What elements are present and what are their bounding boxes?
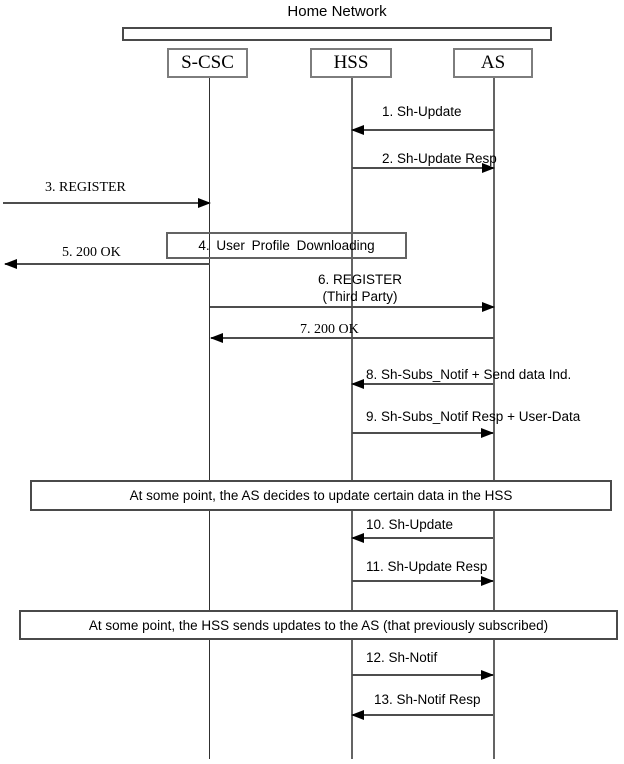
entity-label-scsc: S-CSC: [181, 52, 234, 73]
note-box-as-updates-hss: At some point, the AS decides to update …: [30, 480, 612, 511]
message-label-1: 1. Sh-Update: [382, 104, 462, 119]
arrowhead-right-icon: [481, 670, 494, 680]
arrowhead-left-icon: [4, 259, 17, 269]
entity-box-scsc: S-CSC: [167, 48, 248, 78]
arrowhead-left-icon: [351, 710, 364, 720]
message-arrow-5: [4, 259, 210, 269]
message-arrow-11: [352, 576, 494, 586]
message-label-11: 11. Sh-Update Resp: [366, 559, 488, 574]
message-arrow-6: [210, 302, 495, 312]
lifeline-hss: [351, 78, 353, 759]
message-label-2: 2. Sh-Update Resp: [382, 151, 497, 166]
arrowhead-right-icon: [481, 428, 494, 438]
entity-box-hss: HSS: [310, 48, 392, 78]
arrowhead-right-icon: [482, 302, 495, 312]
message-label-6: 6. REGISTER: [317, 272, 403, 287]
arrowhead-right-icon: [198, 198, 211, 208]
entity-label-as: AS: [480, 52, 506, 73]
entity-box-as: AS: [453, 48, 533, 78]
note-box-hss-updates-as: At some point, the HSS sends updates to …: [19, 610, 618, 640]
message-arrow-12: [352, 670, 494, 680]
process-box-user-profile-downloading: 4. User Profile Downloading: [166, 232, 407, 259]
message-arrow-1: [351, 125, 494, 135]
message-label-7: 7. 200 OK: [300, 322, 359, 337]
message-arrow-13: [351, 710, 493, 720]
arrowhead-left-icon: [351, 379, 364, 389]
arrowhead-right-icon: [481, 576, 494, 586]
message-label-13: 13. Sh-Notif Resp: [374, 692, 481, 707]
message-arrow-3: [3, 198, 211, 208]
message-label-10: 10. Sh-Update: [366, 517, 454, 532]
message-label-3: 3. REGISTER: [45, 180, 126, 195]
message-arrow-10: [351, 533, 493, 543]
message-sublabel-6: (Third Party): [322, 289, 398, 304]
message-label-8: 8. Sh-Subs_Notif + Send data Ind.: [366, 367, 572, 382]
arrowhead-right-icon: [482, 163, 495, 173]
message-label-9: 9. Sh-Subs_Notif Resp + User-Data: [366, 409, 581, 424]
message-arrow-7: [210, 333, 494, 343]
message-arrow-9: [352, 428, 494, 438]
arrowhead-left-icon: [351, 125, 364, 135]
message-arrow-2: [352, 163, 495, 173]
arrowhead-left-icon: [210, 333, 223, 343]
message-arrow-8: [351, 379, 493, 389]
entity-label-hss: HSS: [333, 52, 369, 73]
lifeline-scsc: [209, 78, 210, 759]
home-network-bar: [122, 27, 552, 41]
lifeline-as: [493, 78, 495, 759]
message-label-12: 12. Sh-Notif: [366, 650, 438, 665]
arrowhead-left-icon: [351, 533, 364, 543]
home-network-title: Home Network: [287, 3, 387, 20]
message-label-5: 5. 200 OK: [62, 245, 121, 260]
